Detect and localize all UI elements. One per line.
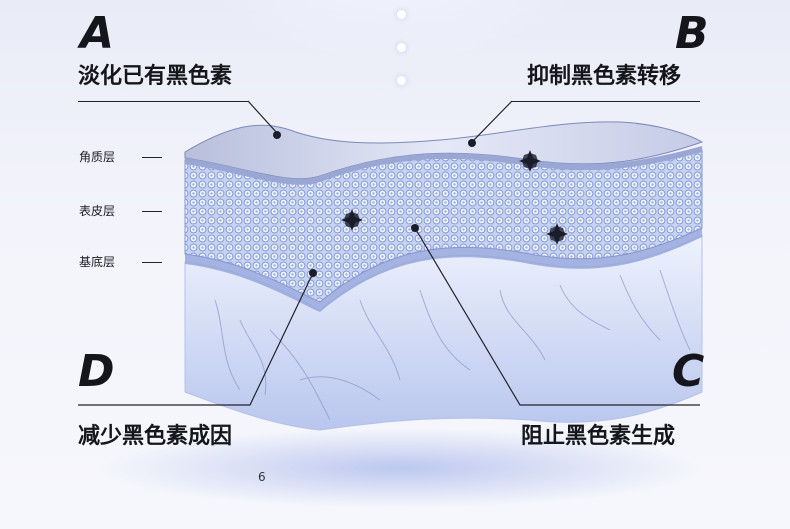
pointer-dot-a: [273, 131, 281, 139]
leader-line-a: [247, 100, 278, 134]
layer-label-stratum-corneum: 角质层: [79, 150, 116, 164]
leader-line-d: [78, 272, 314, 406]
pointer-dot-c: [411, 224, 419, 232]
layer-tick: [142, 157, 162, 158]
floor-glow: [100, 428, 700, 508]
layer-label-basal: 基底层: [79, 255, 116, 269]
point-b-underline: [512, 101, 700, 102]
layer-tick: [142, 211, 162, 212]
melanin-particle: [546, 223, 568, 245]
point-a-letter: A: [80, 8, 115, 59]
point-b-letter: B: [675, 8, 709, 59]
dot: [397, 10, 406, 19]
point-a-underline: [78, 101, 248, 102]
point-d-title: 减少黑色素成因: [78, 424, 233, 449]
dot: [397, 76, 406, 85]
melanin-particle: [341, 209, 363, 231]
point-c-title: 阻止黑色素生成: [521, 424, 676, 449]
point-d-letter: D: [78, 346, 115, 397]
pointer-dot-b: [468, 139, 476, 147]
page-number: 6: [258, 470, 266, 484]
dot: [397, 43, 406, 52]
point-a-title: 淡化已有黑色素: [78, 64, 233, 89]
melanin-particle: [519, 150, 541, 172]
pointer-dot-d: [309, 269, 317, 277]
blood-vessels: [214, 269, 691, 421]
point-c-letter: C: [672, 346, 705, 397]
stratum-corneum-edge: [185, 146, 702, 185]
point-b-title: 抑制黑色素转移: [527, 64, 682, 89]
leader-line-c: [414, 227, 700, 406]
leader-line-b: [471, 100, 513, 143]
layer-label-epidermis: 表皮层: [79, 204, 116, 218]
layer-tick: [142, 262, 162, 263]
